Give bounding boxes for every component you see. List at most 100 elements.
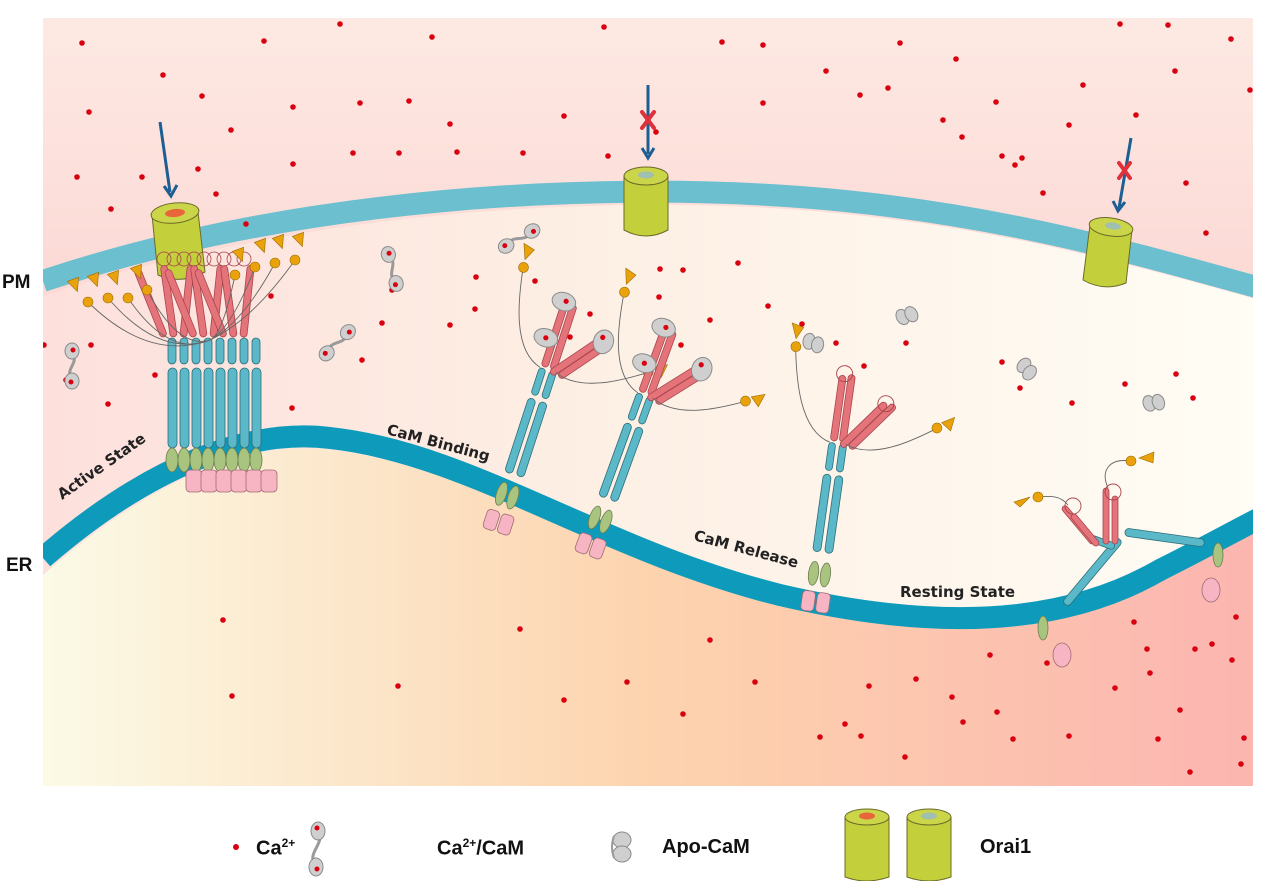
ca-cam-molecule [64, 342, 80, 390]
calcium-ion [897, 40, 903, 46]
ef-sam-domain [230, 469, 248, 493]
calcium-ion [1131, 619, 1137, 625]
calcium-ion [88, 342, 94, 348]
ca-cam-molecule [318, 324, 356, 362]
pbd-tip [253, 237, 266, 254]
calcium-ion [857, 92, 863, 98]
calcium-ion [833, 340, 839, 346]
calcium-ion [473, 274, 479, 280]
calcium-ion [752, 679, 758, 685]
legend: Ca2+ Ca2+/CaM Apo-CaM Orai1 [0, 800, 1269, 881]
pbd-tip [291, 231, 304, 248]
polybasic-linker [209, 262, 276, 341]
stim1-dimers [482, 242, 1224, 668]
pbd-bead [229, 269, 241, 281]
calcium-ion [653, 129, 659, 135]
calcium-ion [823, 68, 829, 74]
calcium-ion [765, 303, 771, 309]
calcium-ion [1241, 735, 1247, 741]
calcium-ion [858, 733, 864, 739]
calcium-ion [707, 317, 713, 323]
calcium-ion [229, 693, 235, 699]
calcium-ion [885, 85, 891, 91]
calcium-ion [1209, 641, 1215, 647]
calcium-ion [152, 372, 158, 378]
cc1-alpha3-domain [215, 367, 226, 449]
coiled-coil-helix [160, 265, 178, 338]
cc1-alpha3-domain [239, 367, 250, 449]
tm-helix [237, 447, 251, 473]
legend-apo-cam-icon [611, 831, 632, 863]
pbd-tip [231, 246, 244, 263]
cc1-alpha3-domain [203, 367, 214, 449]
pbd-bead [102, 292, 114, 304]
cc1-alpha1-domain [251, 337, 261, 365]
calcium-ion [290, 104, 296, 110]
calcium-ion [1233, 614, 1239, 620]
calcium-ion [1066, 733, 1072, 739]
calcium-ion [395, 683, 401, 689]
pbd-tip [66, 276, 79, 293]
calcium-ion [195, 166, 201, 172]
cc1-alpha3-domain [179, 367, 190, 449]
calcium-ion [160, 72, 166, 78]
pbd-bead [249, 261, 261, 273]
calcium-ion [719, 39, 725, 45]
calcium-ion [605, 153, 611, 159]
calcium-ion [561, 697, 567, 703]
calcium-ion [799, 321, 805, 327]
ef-sam-domain [215, 469, 233, 493]
stim1-orai1-schematic: Active State CaM Binding CaM Release Res… [43, 18, 1253, 786]
calcium-ion [567, 334, 573, 340]
pbd-bead [269, 257, 281, 269]
coiled-coil-helix [164, 269, 197, 338]
ca-cam-molecule [380, 246, 404, 292]
calcium-ion [1165, 22, 1171, 28]
calcium-ion [1133, 112, 1139, 118]
ef-sam-domain [260, 469, 278, 493]
calcium-ion [866, 683, 872, 689]
block-x-icon [640, 110, 656, 130]
calcium-ion [587, 311, 593, 317]
calcium-ion [532, 278, 538, 284]
calcium-ion [624, 679, 630, 685]
calcium-ion [1238, 761, 1244, 767]
calcium-ion [1147, 670, 1153, 676]
legend-label-ca-cam: Ca2+/CaM [437, 836, 525, 860]
state-label-resting: Resting State [900, 583, 1015, 601]
calcium-ion [357, 100, 363, 106]
calcium-ion [999, 359, 1005, 365]
cc1-alpha3-domain [251, 367, 262, 449]
calcium-ion [680, 267, 686, 273]
pbd-bead [122, 292, 134, 304]
calcium-ion [43, 342, 47, 348]
calcium-ion [913, 676, 919, 682]
pbd-tip [129, 263, 142, 280]
tm-helix [213, 447, 227, 473]
calcium-ion [1117, 21, 1123, 27]
stim1-dimer-resting [1013, 451, 1224, 668]
stim1-dimer [790, 322, 956, 614]
calcium-ion [1080, 82, 1086, 88]
calcium-ion [396, 150, 402, 156]
pbd-bead [289, 254, 301, 266]
calcium-ion [902, 754, 908, 760]
calcium-ion [999, 153, 1005, 159]
pbd-bead [82, 296, 94, 308]
ef-sam-domain [245, 469, 263, 493]
calcium-ion [74, 174, 80, 180]
stim1-dimer [574, 267, 766, 560]
calcium-ion [949, 694, 955, 700]
calcium-ion [517, 626, 523, 632]
ca-cam-molecule [497, 223, 541, 254]
tm-helix [201, 447, 215, 473]
calcium-ion [707, 637, 713, 643]
pm-label: PM [2, 272, 31, 293]
calcium-ion [86, 109, 92, 115]
tm-helix [225, 447, 239, 473]
calcium-ion [861, 363, 867, 369]
calcium-ion [337, 21, 343, 27]
cc1-alpha1-domain [227, 337, 237, 365]
calcium-ion [228, 127, 234, 133]
apo-cam-molecule [802, 332, 825, 354]
